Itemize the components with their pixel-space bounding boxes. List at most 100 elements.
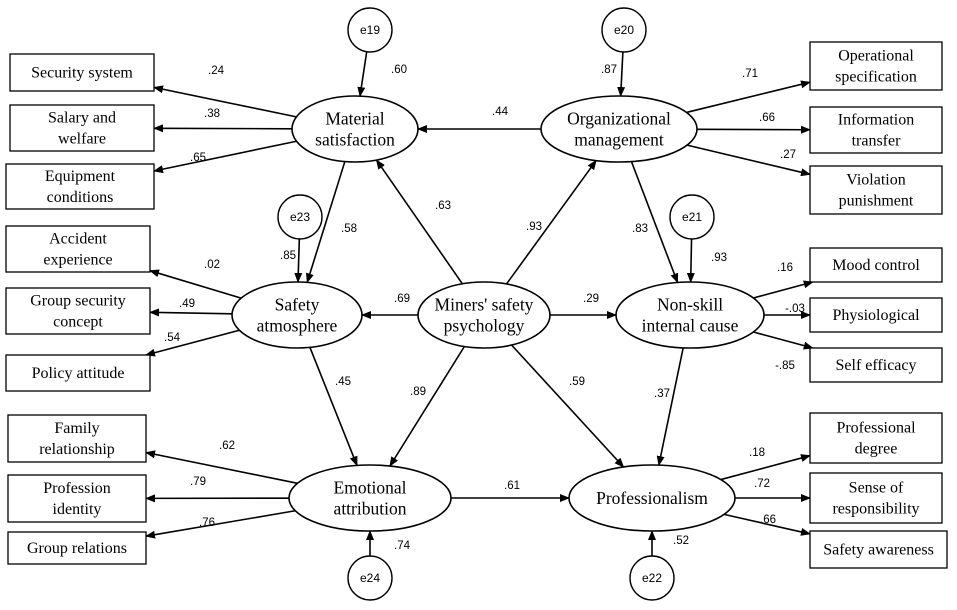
indicator-equipment-box (5, 163, 155, 210)
indicator-responsibility-label: Sense of (849, 480, 904, 497)
coef-e23-safety: .85 (280, 250, 296, 262)
indicator-group-relations-label: Group relations (27, 540, 127, 557)
error-e21-circle (669, 194, 715, 240)
indicator-accident-box (5, 225, 151, 273)
latent-prof: Professionalism (568, 464, 736, 532)
path-org-to-operational (686, 80, 811, 114)
coef-org-material: .44 (492, 106, 509, 118)
indicator-security-system: Security system (9, 53, 155, 92)
path-e23-to-safety (294, 238, 303, 284)
indicator-prof-degree-label: degree (855, 441, 898, 458)
indicator-family-label: Family (54, 420, 99, 437)
error-e22: e22 (629, 555, 675, 601)
indicator-accident-label: experience (43, 252, 112, 269)
indicator-group-security-box (5, 287, 151, 335)
coef-miners-material: .63 (435, 200, 451, 212)
indicator-information-label: transfer (852, 133, 902, 150)
indicator-violation-label: punishment (839, 193, 914, 210)
indicator-responsibility-box (809, 472, 943, 524)
indicator-awareness-box (809, 530, 948, 569)
indicator-equipment-label: Equipment (45, 168, 116, 185)
coef-miners-safety: .69 (394, 293, 410, 305)
indicator-policy-label: Policy attitude (32, 365, 125, 382)
path-org-to-nonskill (630, 161, 679, 284)
coef-e21-nonskill: .93 (711, 252, 727, 264)
path-prof-to-awareness (723, 513, 811, 536)
path-nonskill-to-self_efficacy (753, 331, 814, 350)
coef-miners-nonskill: .29 (583, 293, 599, 305)
indicator-violation-box (809, 165, 943, 215)
path-nonskill-to-mood (753, 280, 814, 299)
indicator-policy: Policy attitude (5, 354, 151, 392)
latent-org-ellipse (540, 95, 698, 163)
latent-safety-label: atmosphere (257, 316, 338, 336)
error-e22-circle (629, 555, 675, 601)
path-material-to-equipment (153, 140, 297, 174)
error-e24-label: e24 (360, 571, 380, 585)
indicator-mood-label: Mood control (832, 257, 920, 274)
indicator-family-label: relationship (39, 441, 115, 458)
indicator-violation: Violation punishment (809, 165, 943, 215)
coef-org-violation: .27 (780, 149, 796, 161)
latent-org-label: management (574, 130, 664, 150)
path-safety-to-accident (149, 269, 242, 299)
latent-material-ellipse (291, 95, 419, 163)
error-e20-label: e20 (614, 23, 634, 37)
error-e24: e24 (347, 555, 393, 601)
error-e21-label: e21 (682, 210, 702, 224)
path-miners-to-material (375, 159, 464, 285)
indicator-equipment-label: conditions (47, 189, 114, 206)
error-e19-label: e19 (360, 23, 380, 37)
latent-miners-label: psychology (444, 316, 525, 336)
coef-emotional-prof: .61 (504, 480, 520, 492)
path-org-to-violation (686, 144, 811, 177)
coef-material-salary: .38 (204, 108, 220, 120)
latent-safety-label: Safety (275, 295, 320, 315)
indicator-salary-label: Salary and (48, 110, 116, 127)
indicator-group-security-label: concept (53, 314, 103, 331)
indicator-accident: Accident experience (5, 225, 151, 273)
indicator-mood: Mood control (809, 247, 943, 283)
coef-miners-prof: .59 (569, 376, 585, 388)
latent-nonskill-ellipse (615, 281, 765, 349)
error-e23: e23 (277, 194, 323, 240)
indicator-awareness-label: Safety awareness (823, 542, 934, 559)
coef-nonskill-prof: .37 (654, 388, 670, 400)
error-e21: e21 (669, 194, 715, 240)
indicator-accident-label: Accident (49, 231, 107, 248)
coef-e19-material: .60 (391, 64, 407, 76)
indicator-profession-identity-box (7, 474, 147, 523)
indicator-violation-label: Violation (846, 172, 905, 189)
indicator-information-box (809, 106, 943, 154)
indicator-physiological-box (809, 297, 943, 333)
path-safety-to-emotional (309, 347, 358, 467)
coef-nonskill-mood: .16 (777, 262, 793, 274)
path-e21-to-nonskill (686, 238, 695, 284)
error-e20-circle (601, 7, 647, 53)
coef-emotional-profession-identity: .79 (190, 476, 206, 488)
error-e20: e20 (601, 7, 647, 53)
indicator-profession-identity-label: identity (53, 501, 102, 518)
path-safety-to-group_security (149, 308, 233, 317)
path-material-to-safety (306, 161, 346, 284)
coef-safety-group-security: .49 (179, 298, 195, 310)
coef-e24-emotional: .74 (394, 540, 411, 552)
coef-prof-prof-degree: .18 (749, 447, 765, 459)
indicator-security-system-label: Security system (31, 65, 133, 82)
indicator-equipment: Equipment conditions (5, 163, 155, 210)
latent-org-label: Organizational (567, 109, 671, 129)
latent-material-label: satisfaction (315, 130, 395, 150)
latent-prof-label: Professionalism (596, 488, 708, 508)
indicator-prof-degree-box (809, 412, 943, 464)
coef-miners-emotional: .89 (410, 386, 426, 398)
